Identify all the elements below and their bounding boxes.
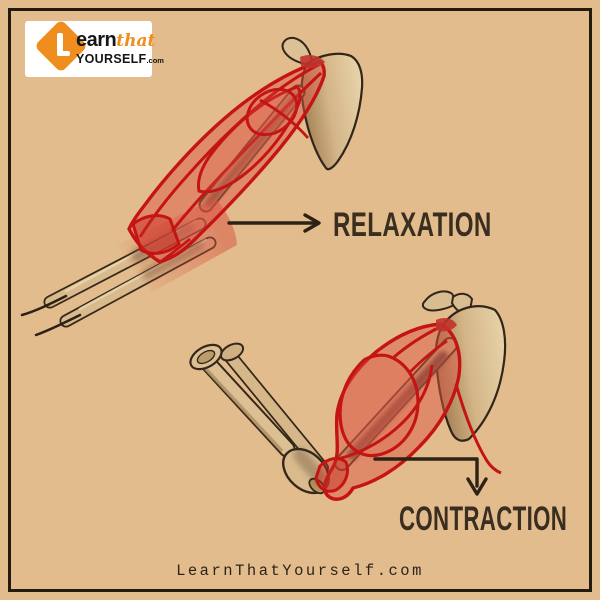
contracted-arm-illustration <box>189 290 507 501</box>
relaxation-arrow <box>227 213 321 233</box>
logo-word-yourself: YOURSELF <box>76 52 147 66</box>
relaxation-label: RELAXATION <box>333 206 492 244</box>
contraction-label: CONTRACTION <box>399 500 568 538</box>
logo-word-com: .com <box>146 56 164 65</box>
relaxed-arm-illustration <box>20 36 364 337</box>
logo-badge: earnthat YOURSELF.com <box>25 19 164 77</box>
contraction-arrow <box>373 457 488 496</box>
logo-wordmark-top: earnthat <box>76 30 155 50</box>
logo-wordmark-bottom: YOURSELF.com <box>76 53 164 66</box>
logo-word-learn: earn <box>76 29 117 51</box>
footer-url: LearnThatYourself.com <box>176 562 424 580</box>
logo-word-that: that <box>116 31 156 51</box>
logo-l-mark-icon <box>42 27 80 65</box>
